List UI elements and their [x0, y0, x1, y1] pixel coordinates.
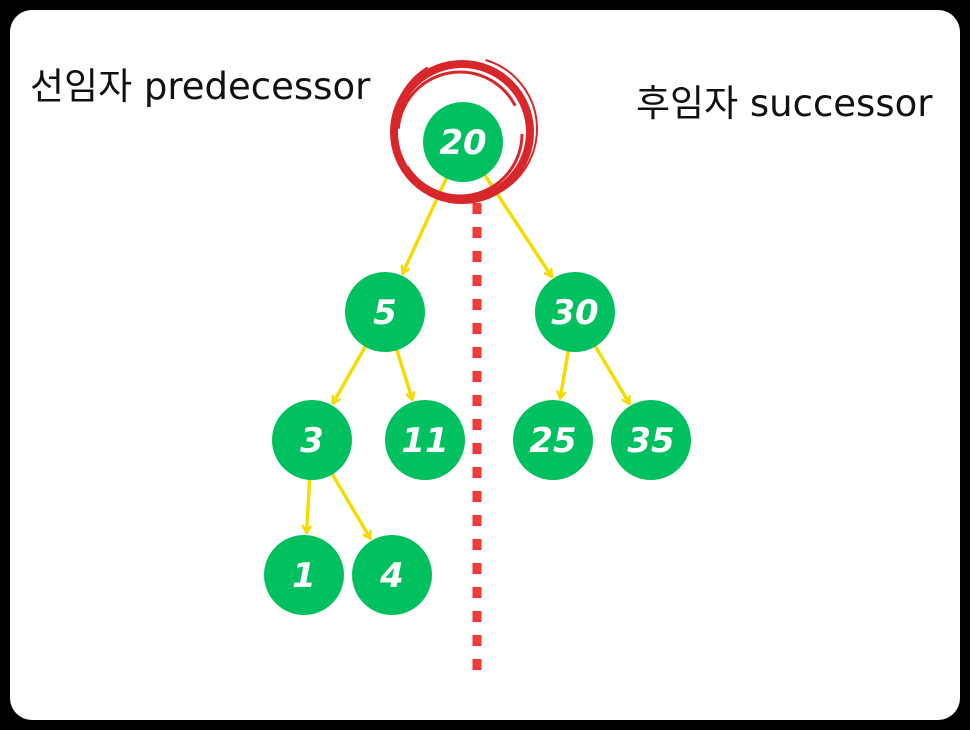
- node-circle: [264, 535, 344, 615]
- node-circle: [611, 400, 691, 480]
- edge-5-to-11: [395, 348, 412, 399]
- tree-node-5: 5: [345, 272, 425, 352]
- node-label: 35: [627, 421, 674, 461]
- edge-30-to-25: [560, 349, 570, 397]
- tree-node-35: 35: [611, 400, 691, 480]
- node-circle: [345, 272, 425, 352]
- nodes-layer: 20 5 30 3 11 25 35 1 4: [264, 102, 691, 615]
- edge-3-to-1: [307, 478, 310, 532]
- node-circle: [385, 400, 465, 480]
- root-highlight-ring: [390, 56, 538, 204]
- successor-label: 후임자 successor: [636, 82, 933, 125]
- tree-node-20: 20: [423, 102, 503, 182]
- node-circle: [535, 272, 615, 352]
- node-label: 5: [373, 293, 397, 333]
- node-label: 1: [292, 556, 316, 596]
- edge-5-to-3: [333, 344, 367, 403]
- node-circle: [423, 102, 503, 182]
- tree-node-30: 30: [535, 272, 615, 352]
- edge-3-to-4: [330, 472, 370, 538]
- node-circle: [513, 400, 593, 480]
- node-circle: [352, 535, 432, 615]
- edge-30-to-35: [593, 344, 629, 403]
- node-label: 4: [379, 556, 404, 596]
- edges-layer: [307, 173, 630, 538]
- tree-node-25: 25: [513, 400, 593, 480]
- node-label: 3: [300, 421, 324, 461]
- tree-node-11: 11: [385, 400, 465, 480]
- node-label: 11: [401, 421, 448, 461]
- node-label: 20: [439, 123, 486, 163]
- tree-node-1: 1: [264, 535, 344, 615]
- tree-node-3: 3: [272, 400, 352, 480]
- predecessor-label: 선임자 predecessor: [30, 65, 371, 108]
- tree-node-4: 4: [352, 535, 432, 615]
- node-label: 25: [529, 421, 576, 461]
- node-label: 30: [551, 293, 598, 333]
- node-circle: [272, 400, 352, 480]
